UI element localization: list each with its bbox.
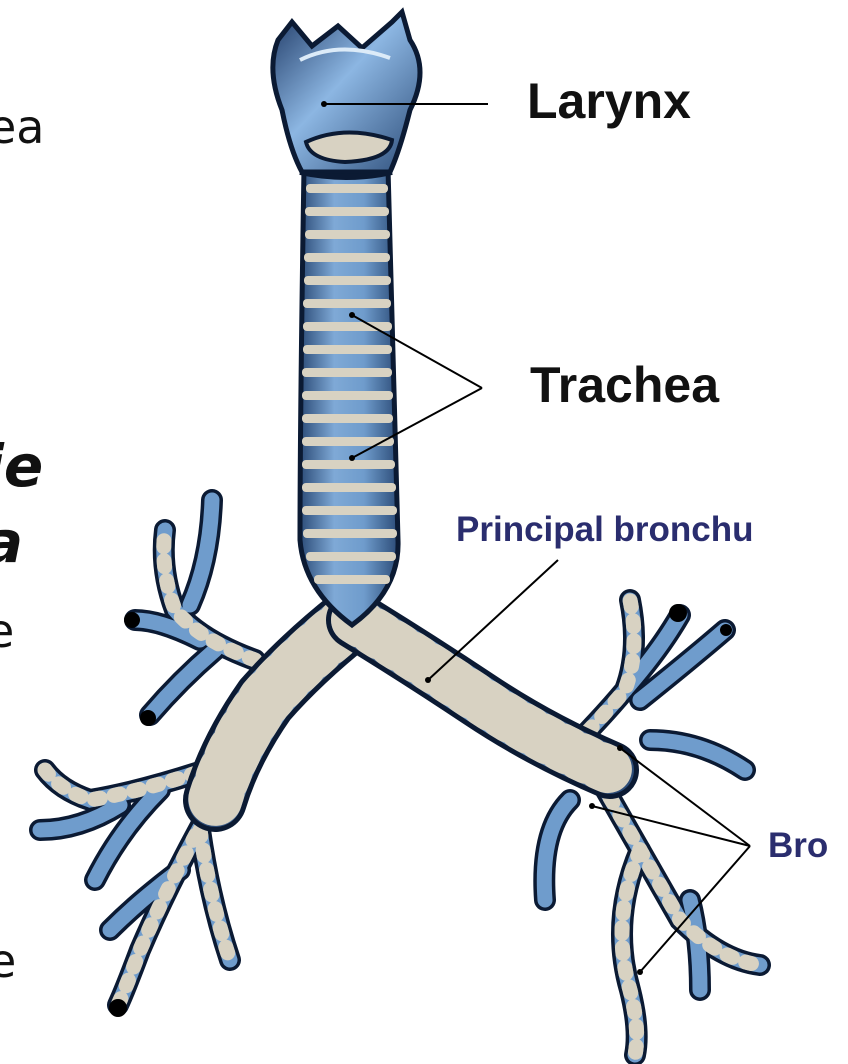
- principal-bronchus-label: Principal bronchu: [456, 510, 754, 550]
- cropped-text-fragment: ie: [0, 432, 43, 500]
- larynx-label: Larynx: [527, 72, 691, 130]
- right-bronchial-tree: [544, 600, 760, 1055]
- trachea-tube: [300, 168, 398, 625]
- cropped-text-fragment: ea: [0, 100, 45, 154]
- bronchi-label: Bro: [768, 826, 828, 866]
- larynx-cartilage: [273, 12, 420, 177]
- cropped-text-fragment: e: [0, 604, 14, 658]
- cropped-text-fragment: a: [0, 508, 23, 576]
- principal-bronchi: [215, 620, 610, 800]
- trachea-label: Trachea: [530, 356, 719, 414]
- cropped-text-fragment: e: [0, 934, 16, 988]
